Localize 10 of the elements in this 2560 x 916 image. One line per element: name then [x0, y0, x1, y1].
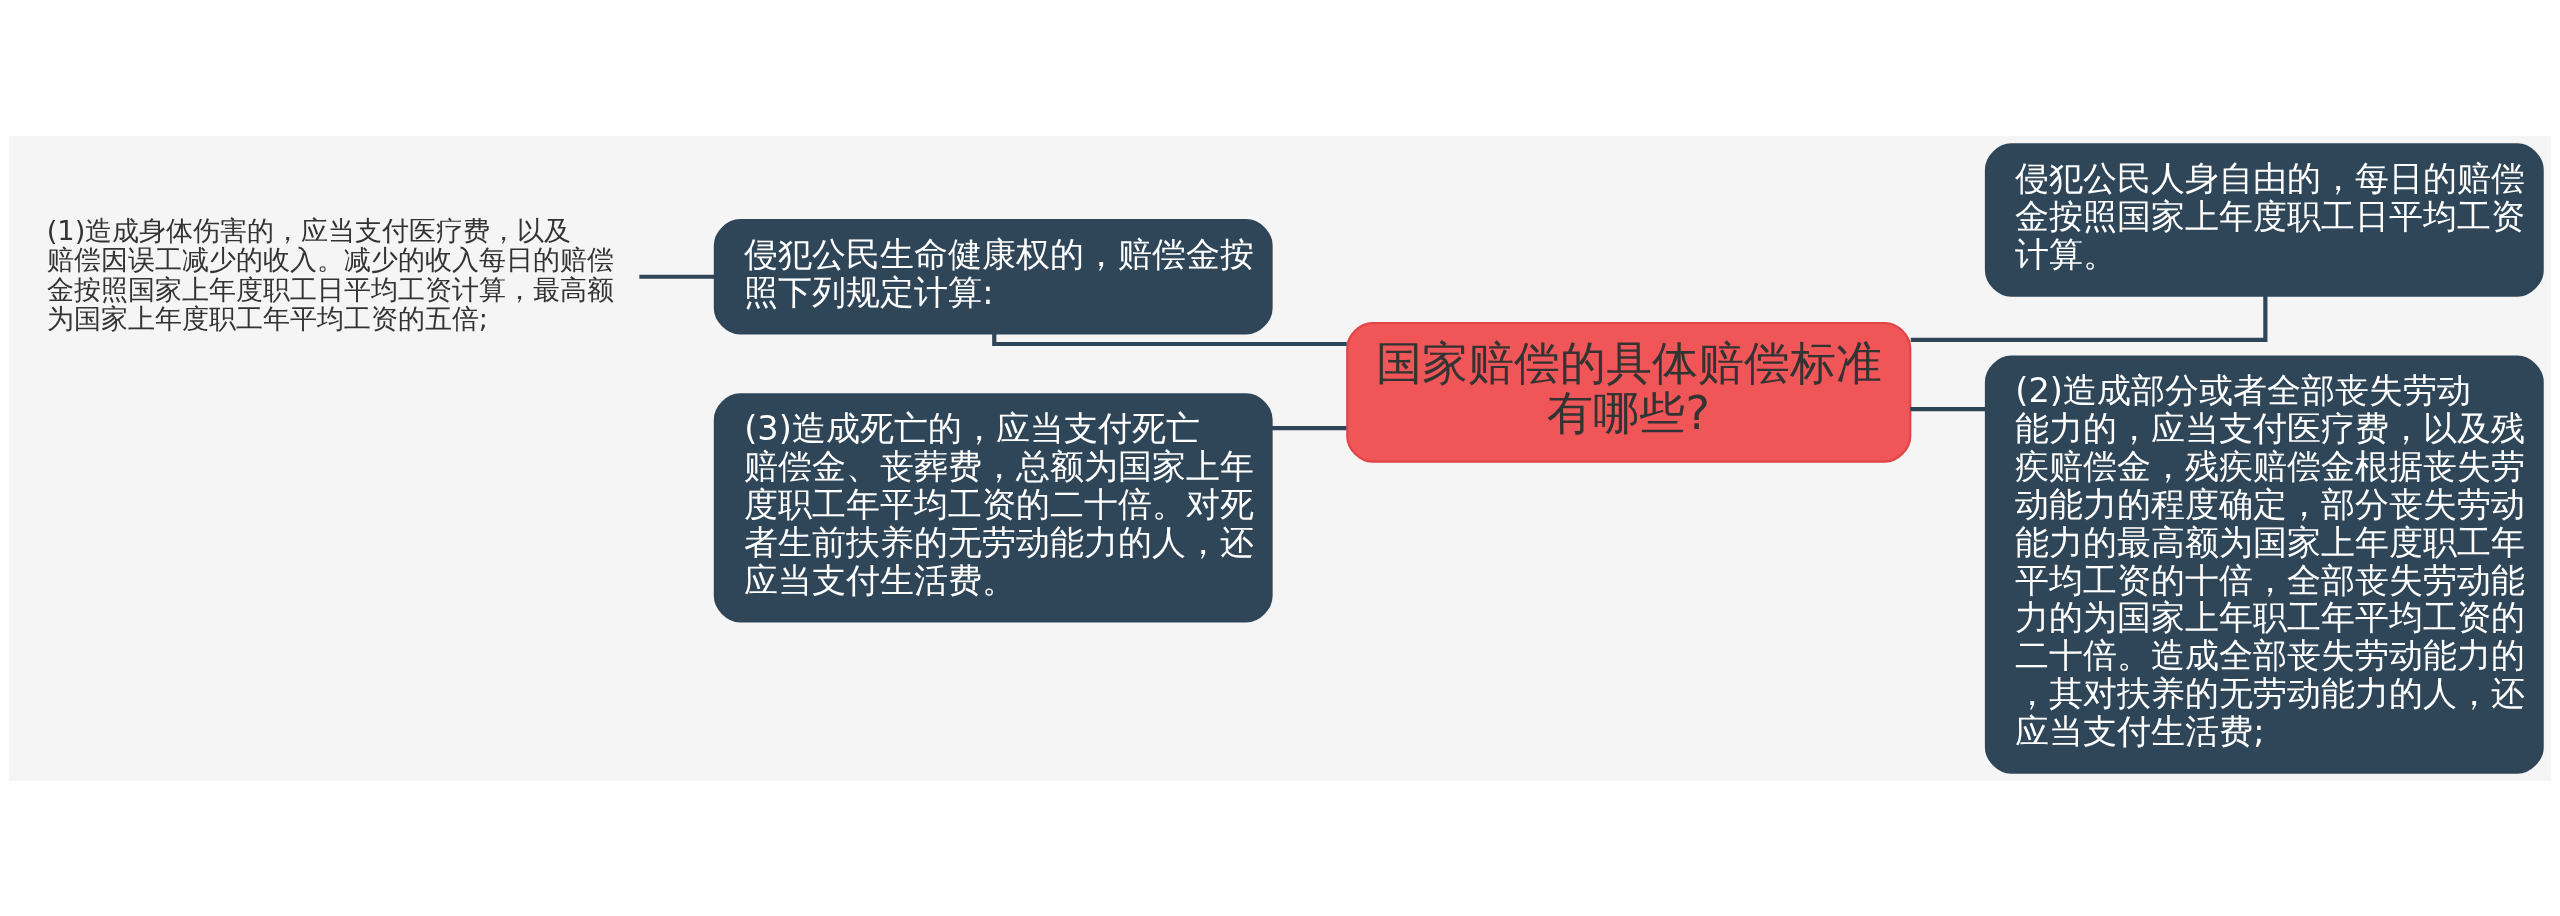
connector — [639, 274, 715, 279]
node-box: 国家赔偿的具体赔偿标准有哪些? — [1346, 321, 1912, 463]
node-box: (2)造成部分或者全部丧失劳动能力的，应当支付医疗费，以及残疾赔偿金，残疾赔偿金根据丧失劳动能力的程度确定，部分丧失劳动能力的最高额为国家上年度职工年平均工资的十倍，全部丧失劳动能力的为国家上年职工年平均工资的二十倍。造成全部丧失劳动能力的，其对扶养的无劳动能力的人，还应当支付生活费; — [1984, 355, 2544, 774]
node-box: 侵犯公民生命健康权的，赔偿金按照下列规定计算: — [713, 218, 1273, 335]
connector — [1271, 425, 1347, 430]
node-box: (3)造成死亡的，应当支付死亡赔偿金、丧葬费，总额为国家上年度职工年平均工资的二十倍。对死者生前扶养的无劳动能力的人，还应当支付生活费。 — [713, 392, 1273, 622]
connector — [1910, 295, 2268, 342]
node-text: (1)造成身体伤害的，应当支付医疗费，以及赔偿因误工减少的收入。减少的收入每日的赔偿金按照国家上年度职工日平均工资计算，最高额为国家上年度职工年平均工资的五倍; — [46, 214, 614, 334]
connector — [1910, 406, 1986, 411]
node-box: 侵犯公民人身自由的，每日的赔偿金按照国家上年度职工日平均工资计算。 — [1984, 142, 2544, 297]
